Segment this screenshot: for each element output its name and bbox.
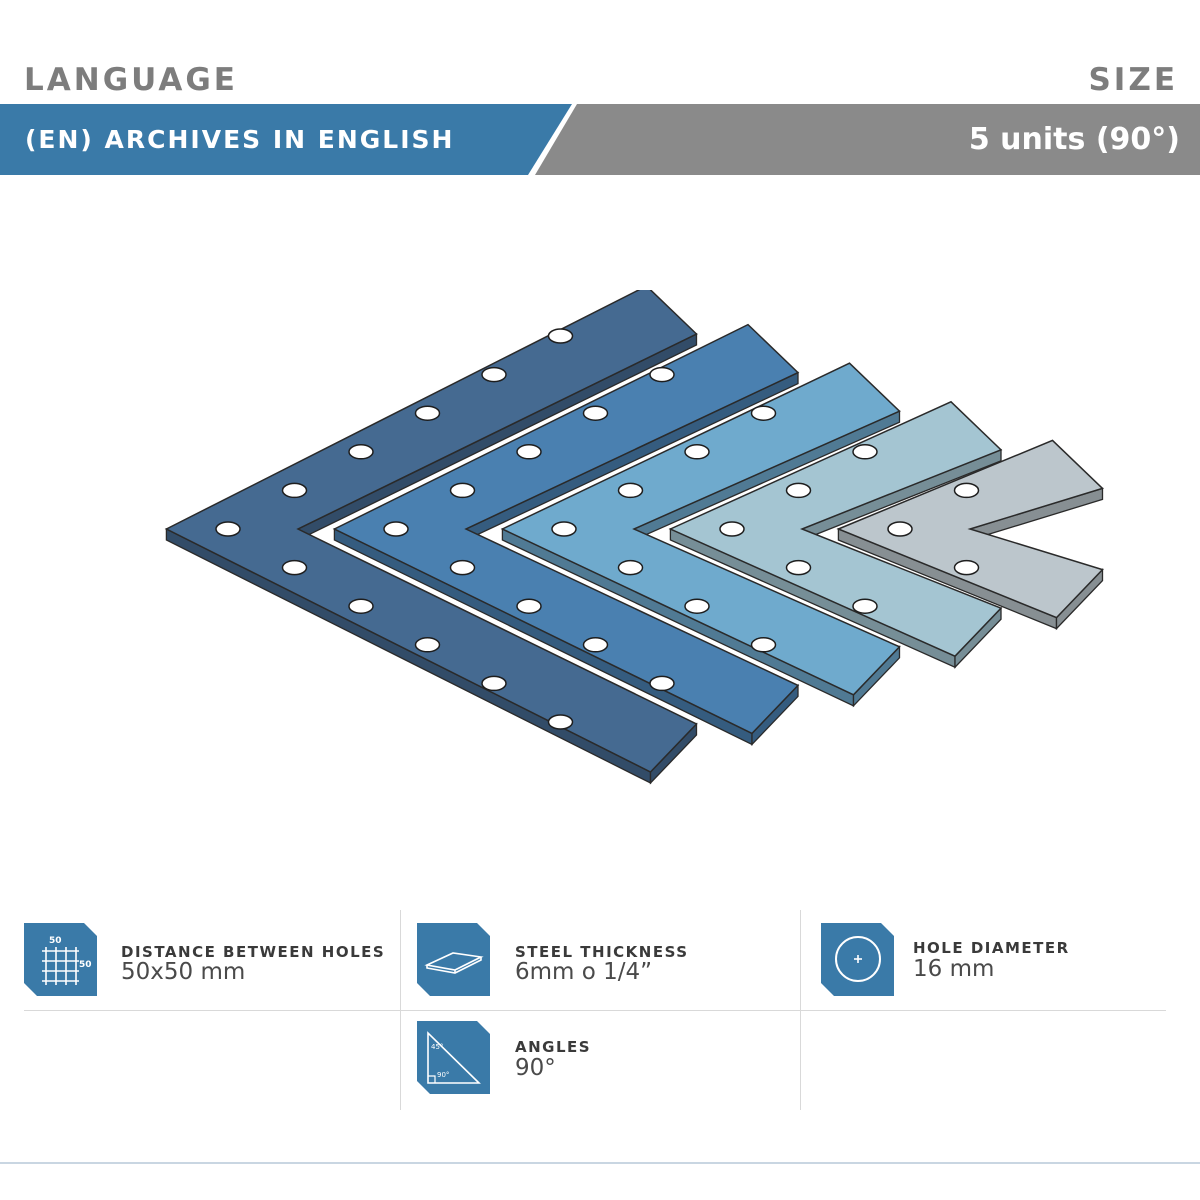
header-bar: [0, 104, 1200, 175]
spec-value-hole-diameter: 16 mm: [913, 956, 995, 982]
plate-hole: [750, 405, 777, 421]
plate-hole: [547, 328, 574, 344]
spec-divider-vertical-2: [800, 910, 801, 1110]
plate-hole: [215, 521, 241, 537]
plate-face: [836, 439, 1104, 619]
language-label: LANGUAGE: [24, 62, 238, 98]
language-value: (EN) ARCHIVES IN ENGLISH: [25, 125, 455, 154]
plate-hole: [551, 521, 577, 537]
plate-face: [668, 400, 1003, 658]
spec-title-distance: DISTANCE BETWEEN HOLES: [121, 943, 386, 961]
l-plate-4: [668, 400, 1003, 669]
plate-hole: [281, 482, 308, 499]
spec-title-hole-diameter: HOLE DIAMETER: [913, 939, 1070, 957]
plate-face: [164, 290, 698, 773]
l-plate-1: [164, 290, 698, 785]
grid-spacing-icon-side-label: 50: [79, 960, 92, 970]
triangle-angle-icon-bottom-label: 90°: [437, 1071, 449, 1079]
l-plate-3: [500, 362, 901, 708]
plate-hole: [414, 405, 441, 421]
l-plate-5: [836, 439, 1104, 631]
plate-hole: [348, 444, 374, 460]
plate-face: [500, 362, 901, 696]
size-value: 5 units (90°): [968, 122, 1180, 157]
plate-hole: [953, 559, 980, 576]
hole-diameter-icon: [821, 923, 894, 996]
plate-hole: [649, 366, 675, 383]
plate-hole: [582, 405, 609, 421]
plate-hole: [649, 675, 675, 692]
triangle-angle-icon-top-label: 45°: [431, 1043, 443, 1051]
plate-hole: [617, 559, 644, 576]
l-bracket-plates-illustration: [164, 290, 1104, 785]
plate-hole: [785, 482, 812, 499]
l-plate-2: [332, 323, 800, 747]
plate-hole: [785, 559, 812, 576]
plate-hole: [449, 559, 476, 576]
language-banner: [0, 104, 572, 175]
plate-hole: [852, 598, 878, 614]
size-banner: [535, 104, 1200, 175]
plate-hole: [852, 444, 878, 460]
spec-value-angles: 90°: [515, 1055, 556, 1081]
spec-divider-vertical-1: [400, 910, 401, 1110]
triangle-angle-icon: 45° 90°: [417, 1021, 490, 1094]
plate-hole: [481, 675, 507, 692]
plate-hole: [953, 482, 980, 499]
plate-hole: [414, 637, 441, 653]
footer-rule: [0, 1162, 1200, 1164]
plate-hole: [348, 598, 374, 614]
plate-hole: [449, 482, 476, 499]
plate-face: [332, 323, 800, 735]
spec-divider-horizontal: [24, 1010, 1166, 1011]
plate-hole: [684, 598, 710, 614]
spec-title-thickness: STEEL THICKNESS: [515, 943, 689, 961]
spec-value-thickness: 6mm o 1/4”: [515, 959, 653, 985]
spec-value-distance: 50x50 mm: [121, 959, 246, 985]
spec-title-angles: ANGLES: [515, 1038, 592, 1056]
plate-hole: [887, 521, 913, 537]
plate-hole: [516, 444, 542, 460]
plate-hole: [516, 598, 542, 614]
plate-hole: [684, 444, 710, 460]
plate-hole: [582, 637, 609, 653]
size-label: SIZE: [1088, 62, 1178, 98]
plate-hole: [719, 521, 745, 537]
plate-hole: [750, 637, 777, 653]
grid-spacing-icon: 50 50: [24, 923, 97, 996]
grid-spacing-icon-top-label: 50: [49, 936, 62, 946]
plate-hole: [617, 482, 644, 499]
steel-plate-icon: [417, 923, 490, 996]
plate-hole: [547, 714, 574, 730]
plate-hole: [383, 521, 409, 537]
plate-hole: [281, 559, 308, 576]
plate-hole: [481, 366, 507, 383]
